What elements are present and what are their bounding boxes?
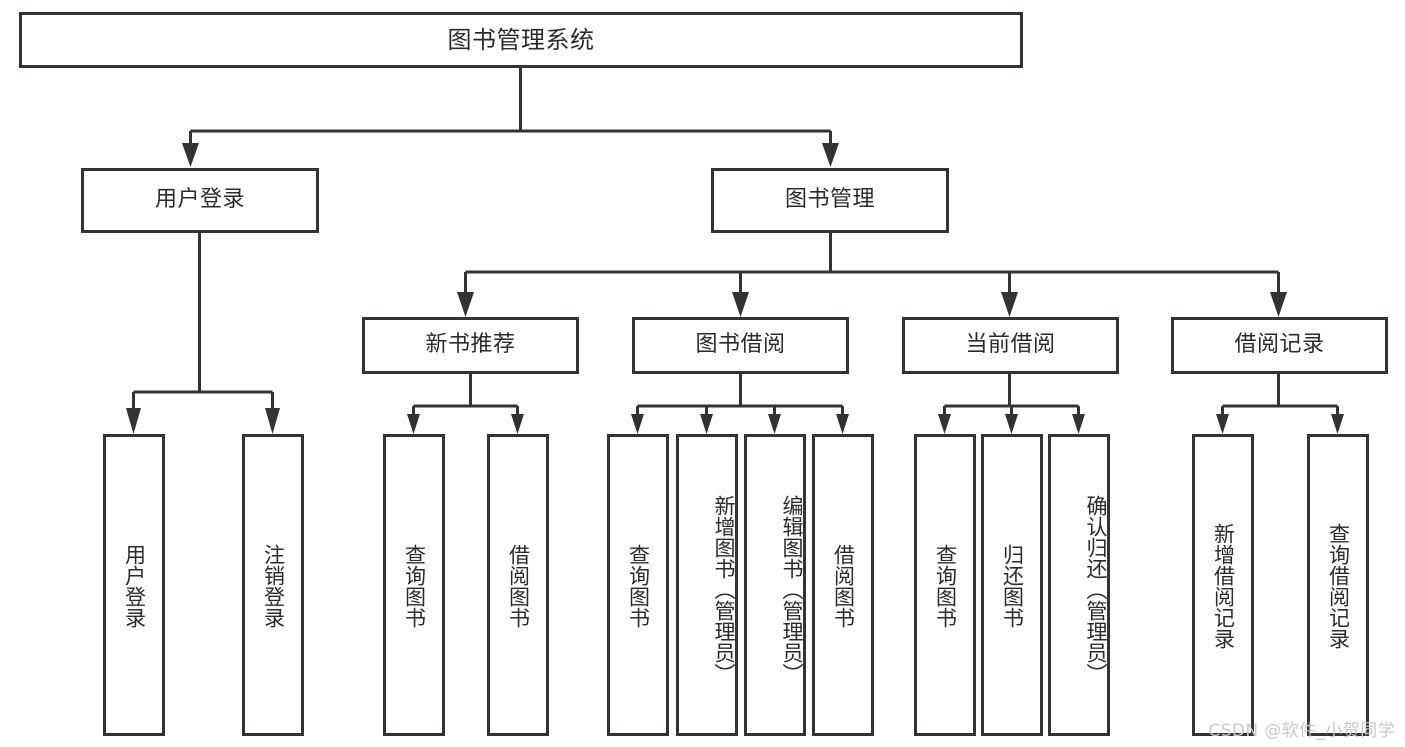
connector-group-root	[182, 67, 839, 167]
arrowhead-bookmgmt-to-newbook	[457, 292, 474, 317]
node-box-root[interactable]	[19, 12, 1023, 68]
arrowhead-newbook-to-leaf1	[407, 414, 420, 434]
node-box-borrow[interactable]	[632, 317, 849, 374]
node-box-leaf-borrow-3[interactable]	[744, 434, 806, 736]
arrowhead-current-to-leaf3	[1072, 414, 1085, 434]
node-box-bookmgmt[interactable]	[711, 168, 949, 233]
arrowhead-current-to-leaf1	[938, 414, 951, 434]
connector-group-records	[1216, 373, 1344, 434]
arrowhead-borrow-to-leaf1	[631, 414, 644, 434]
arrowhead-records-to-leaf1	[1216, 414, 1229, 434]
arrowhead-bookmgmt-to-borrow	[732, 292, 749, 317]
arrowhead-borrow-to-leaf2	[700, 414, 713, 434]
connector-group-borrow	[631, 373, 849, 434]
node-box-leaf-login-2[interactable]	[242, 434, 304, 736]
arrowhead-records-to-leaf2	[1331, 414, 1344, 434]
connector-group-bookmgmt	[457, 232, 1287, 317]
node-box-current[interactable]	[902, 317, 1119, 374]
node-box-leaf-cur-3[interactable]	[1048, 434, 1110, 736]
arrowhead-newbook-to-leaf2	[511, 414, 524, 434]
node-box-leaf-borrow-1[interactable]	[607, 434, 669, 736]
arrowhead-login-to-leaf2	[265, 408, 280, 434]
connector-group-current	[938, 373, 1085, 434]
node-box-newbook[interactable]	[362, 317, 579, 374]
arrowhead-bookmgmt-to-records	[1270, 292, 1287, 317]
node-box-leaf-cur-2[interactable]	[981, 434, 1043, 736]
arrowhead-borrow-to-leaf4	[836, 414, 849, 434]
node-box-leaf-borrow-2[interactable]	[676, 434, 738, 736]
connector-group-login	[126, 232, 280, 434]
node-box-leaf-rec-1[interactable]	[1192, 434, 1254, 736]
arrowhead-borrow-to-leaf3	[768, 414, 781, 434]
arrowhead-login-to-leaf1	[126, 408, 141, 434]
node-box-leaf-login-1[interactable]	[103, 434, 165, 736]
node-box-leaf-borrow-4[interactable]	[812, 434, 874, 736]
arrowhead-current-to-leaf2	[1005, 414, 1018, 434]
arrowhead-root-to-login	[182, 143, 199, 167]
arrowhead-bookmgmt-to-current	[1001, 292, 1018, 317]
node-box-leaf-rec-2[interactable]	[1307, 434, 1369, 736]
node-box-leaf-new-2[interactable]	[487, 434, 549, 736]
node-box-login[interactable]	[81, 168, 319, 233]
node-box-leaf-new-1[interactable]	[383, 434, 445, 736]
node-box-records[interactable]	[1171, 317, 1388, 374]
node-box-leaf-cur-1[interactable]	[914, 434, 976, 736]
arrowhead-root-to-bookmgmt	[822, 143, 839, 167]
connector-group-newbook	[407, 373, 524, 434]
